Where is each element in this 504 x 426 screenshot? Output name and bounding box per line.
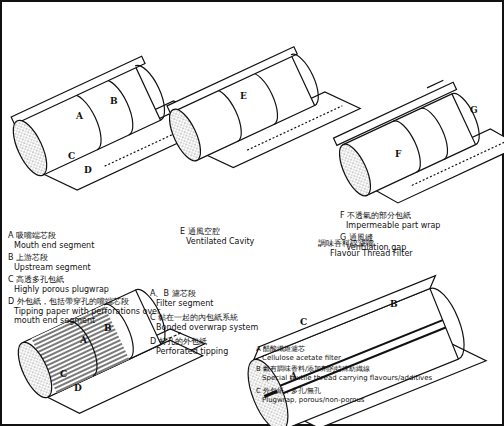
legend-chinese: C 外包紙，多孔/無孔: [256, 388, 496, 396]
callout-letter: E: [240, 92, 247, 102]
legend-english: Cellulose acetate filter: [262, 355, 502, 363]
legend-chinese: C 高透多孔包紙: [8, 276, 178, 285]
callout-letter: B: [390, 300, 398, 310]
callout-letter: C: [60, 370, 67, 380]
legend-chinese: D 外包紙，包括帶穿孔的嘴端芯段: [8, 298, 178, 307]
legend-english: Plugwrap, porous/non-porous: [262, 397, 502, 405]
legend-english: Mouth end segment: [14, 242, 184, 251]
callout-letter: D: [74, 384, 82, 394]
legend-chinese: A 吸嘴端芯段: [8, 232, 178, 241]
callout-letter: B: [104, 324, 112, 334]
legend-chinese: A 醋酸纖維濾芯: [256, 346, 496, 354]
legend-english: Ventilated Cavity: [186, 238, 336, 247]
filter-drawing: [326, 63, 504, 219]
filter-drawing: [4, 41, 213, 205]
legend-chinese: E 通風空腔: [180, 228, 330, 237]
filter-drawing: [161, 32, 361, 185]
legend-english: Filter segment: [156, 300, 316, 309]
legend-english: Special textile thread carrying flavours…: [262, 375, 502, 383]
legend-chinese: C 黏在一起的內包紙系統: [150, 314, 310, 323]
legend-chinese: 調味香料線濾嘴: [318, 240, 498, 249]
legend-chinese: B 上游芯段: [8, 254, 178, 263]
legend-english: Flavour Thread Filter: [330, 250, 504, 259]
legend-chinese: B 載有調味香料/添加劑的特殊紡織線: [256, 366, 496, 374]
callout-letter: C: [300, 318, 307, 328]
legend-chinese: A、B 濾芯段: [150, 290, 310, 299]
legend-english: Bonded overwrap system: [156, 324, 316, 333]
callout-letter: D: [84, 166, 92, 176]
callout-letter: C: [68, 152, 75, 162]
legend-chinese: F 不透氣的部分包紙: [340, 212, 500, 221]
legend-english: Impermeable part wrap: [346, 222, 504, 231]
callout-letter: A: [80, 336, 87, 346]
callout-letter: B: [110, 97, 118, 107]
legend-english: Upstream segment: [14, 264, 184, 273]
callout-letter: F: [395, 150, 401, 160]
callout-letter: A: [76, 112, 83, 122]
callout-letter: G: [470, 106, 478, 116]
